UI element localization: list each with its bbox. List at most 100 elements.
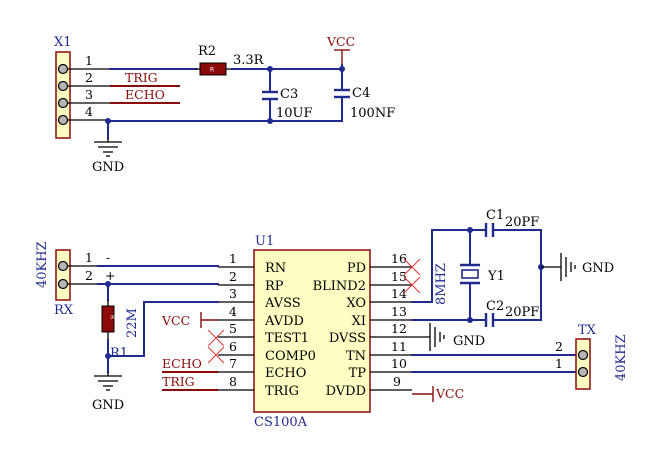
- gnd-r1-label: GND: [92, 398, 124, 413]
- vcc-dvdd-label: VCC: [435, 386, 464, 401]
- gnd-caps-label: GND: [582, 261, 614, 276]
- gnd-dvss-label: GND: [453, 334, 485, 349]
- u1-pin3-name: AVSS: [264, 296, 301, 311]
- u1-pin5-number: 5: [229, 321, 237, 336]
- ground-symbol-dvss: [429, 323, 445, 351]
- u1-pin16-name: PD: [347, 261, 366, 276]
- tx-pin1-number: 1: [555, 356, 563, 371]
- no-connect-pin15-pin16: [403, 258, 421, 294]
- u1-pin15-number: 15: [391, 269, 407, 284]
- connector-x1-pin-4: [57, 114, 69, 126]
- ground-symbol-r1: [94, 375, 122, 391]
- u1-pin4-number: 4: [229, 304, 237, 319]
- c4-value: 100NF: [350, 106, 395, 121]
- crystal-y1-body: [461, 269, 479, 279]
- u1-pin7-name: ECHO: [265, 366, 306, 381]
- r2-label: R2: [198, 44, 216, 59]
- y1-frequency: 8MHZ: [434, 263, 449, 305]
- u1-pin11-number: 11: [391, 339, 407, 354]
- u1-pin8-name: TRIG: [265, 384, 299, 399]
- u1-pin12-name: DVSS: [329, 331, 366, 346]
- r2-value: 3.3R: [233, 53, 265, 68]
- y1-label: Y1: [487, 269, 505, 284]
- c2-value: 20PF: [505, 305, 539, 320]
- net-echo-top-label: ECHO: [125, 87, 165, 102]
- u1-pin1-number: 1: [229, 251, 237, 266]
- x1-pin1-number: 1: [85, 53, 93, 68]
- rx-frequency: 40KHZ: [35, 241, 50, 288]
- u1-pin9-name: DVDD: [326, 384, 366, 399]
- rx-minus-sign: -: [106, 250, 110, 265]
- connector-tx: [575, 338, 591, 390]
- c1-value: 20PF: [505, 215, 539, 230]
- net-echo-label: ECHO: [162, 356, 202, 371]
- tx-pin2-number: 2: [555, 339, 563, 354]
- u1-right-pins: [370, 266, 412, 391]
- c3-label: C3: [280, 87, 298, 102]
- vcc-left-label: VCC: [161, 313, 190, 328]
- u1-pin14-name: XO: [346, 296, 366, 311]
- gnd-top-label: GND: [92, 160, 124, 175]
- vcc-top-label: VCC: [326, 34, 355, 49]
- resistor-r2: R: [199, 62, 227, 76]
- rx-pin2-number: 2: [85, 268, 93, 283]
- connector-rx: [55, 249, 71, 301]
- u1-pin13-number: 13: [391, 304, 407, 319]
- no-connect-pin5-pin6: [207, 329, 225, 364]
- connector-tx-pin-1: [577, 366, 589, 378]
- u1-pin5-name: TEST1: [265, 331, 309, 346]
- u1-pin2-number: 2: [229, 269, 237, 284]
- u1-pin10-number: 10: [391, 356, 407, 371]
- u1-pin6-name: COMP0: [265, 349, 316, 364]
- u1-pin13-name: XI: [352, 314, 366, 329]
- net-trig-label: TRIG: [162, 374, 195, 389]
- junction-c3-bottom: [267, 118, 273, 124]
- ground-symbol-caps: [560, 253, 576, 281]
- u1-pin14-number: 14: [391, 286, 407, 301]
- connector-tx-pin-2: [577, 349, 589, 361]
- rx-plus-sign: +: [105, 268, 115, 283]
- u1-pin9-number: 9: [393, 374, 401, 389]
- rx-label: RX: [54, 303, 74, 318]
- u1-pin16-number: 16: [391, 251, 407, 266]
- junction-c3-top: [267, 66, 273, 72]
- tx-frequency: 40KHZ: [614, 334, 629, 381]
- tx-label: TX: [578, 323, 597, 338]
- resistor-r1-mark: R: [109, 315, 116, 319]
- resistor-r2-mark: R: [210, 67, 214, 74]
- x1-label: X1: [54, 35, 72, 50]
- u1-pin1-name: RN: [265, 261, 286, 276]
- net-trig-top-label: TRIG: [125, 70, 158, 85]
- x1-pin3-number: 3: [85, 87, 93, 102]
- u1-left-pins: [218, 266, 254, 391]
- connector-x1: [55, 51, 71, 139]
- u1-label: U1: [255, 234, 274, 249]
- u1-pin12-number: 12: [391, 321, 407, 336]
- r1-value: 22M: [125, 308, 140, 338]
- connector-rx-body: [55, 249, 71, 301]
- ic-u1-body: [253, 249, 371, 413]
- u1-pin11-name: TN: [346, 349, 366, 364]
- u1-pin4-name: AVDD: [264, 314, 304, 329]
- x1-pin4-number: 4: [85, 104, 93, 119]
- connector-tx-body: [575, 338, 591, 390]
- connector-rx-pin-1: [57, 260, 69, 272]
- wire-avss: [107, 301, 219, 357]
- c3-value: 10UF: [276, 106, 313, 121]
- connector-rx-pin-2: [57, 278, 69, 290]
- u1-pin7-number: 7: [229, 356, 237, 371]
- connector-x1-pin-3: [57, 97, 69, 109]
- ground-symbol-top: [94, 141, 122, 157]
- u1-pin2-name: RP: [265, 279, 284, 294]
- resistor-r1: R: [101, 305, 116, 333]
- u1-pin15-name: BLIND2: [313, 279, 366, 294]
- u1-pin3-number: 3: [229, 286, 237, 301]
- c4-label: C4: [352, 86, 370, 101]
- wire-xo: [411, 229, 471, 303]
- x1-pin2-number: 2: [85, 70, 93, 85]
- c1-label: C1: [486, 208, 504, 223]
- u1-pin10-name: TP: [349, 366, 367, 381]
- rx-pin1-number: 1: [85, 250, 93, 265]
- u1-pin8-number: 8: [229, 374, 237, 389]
